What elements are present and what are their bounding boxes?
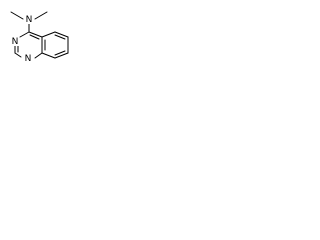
methyl-bond-right <box>34 11 48 20</box>
c4-n3-bond <box>19 31 30 38</box>
c4a-c5-bond <box>41 31 56 38</box>
dimethylamino-nitrogen-label: N <box>26 15 33 25</box>
c7-c8-double-bond <box>54 50 66 56</box>
chemical-structure-diagram: N N N <box>10 11 69 64</box>
c5-c6-bond <box>54 31 69 38</box>
n1-c8a-bond <box>34 52 43 59</box>
ring-nitrogen-lower-label: N <box>25 54 32 64</box>
ring-nitrogen-upper-label: N <box>12 37 19 47</box>
c4a-c4-double-bond <box>29 34 40 40</box>
c8-c8a-bond <box>41 52 56 59</box>
c4a-c4-bond <box>28 31 43 38</box>
c2-n1-bond <box>14 52 22 58</box>
methyl-bond-left <box>10 11 24 20</box>
c5-c6-double-bond <box>54 34 66 40</box>
structure-canvas: N N N <box>0 0 78 79</box>
c7-c8-bond <box>54 52 69 59</box>
